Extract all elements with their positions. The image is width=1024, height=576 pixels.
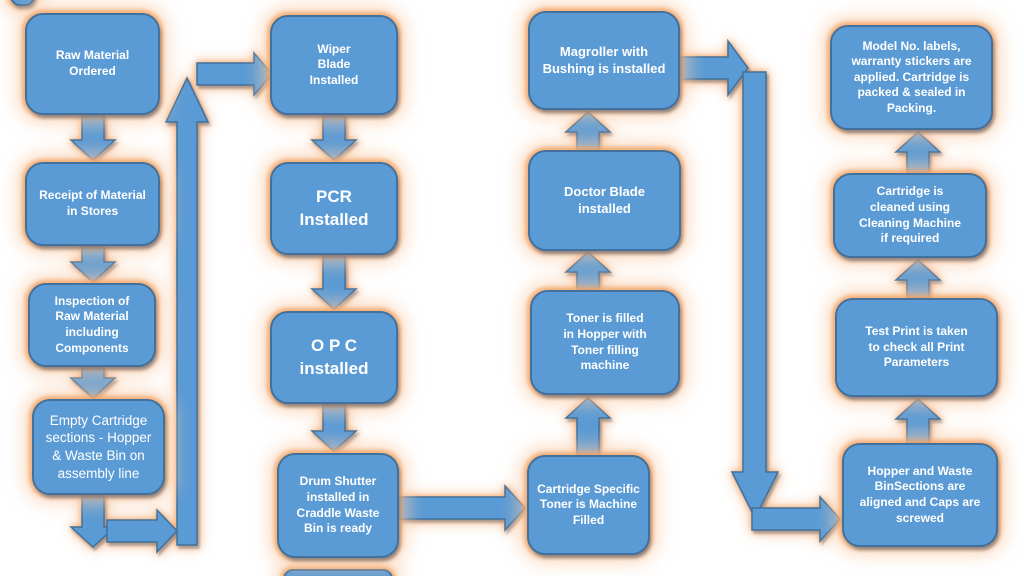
node-toner-filled-hopper: Toner is filled in Hopper with Toner fil…	[530, 290, 680, 395]
arrow-right-to-riser-icon	[106, 508, 179, 554]
node-label: Doctor Blade installed	[564, 183, 645, 216]
node-hopper-waste-aligned: Hopper and Waste BinSections are aligned…	[842, 443, 998, 547]
node-magroller-bushing: Magroller with Bushing is installed	[528, 11, 680, 110]
node-label: Cartridge Specific Toner is Machine Fill…	[537, 481, 640, 527]
arrow-down-raw-to-receipt-icon	[69, 114, 117, 162]
arrow-down-empty-to-line-icon	[69, 494, 117, 549]
node-label: Receipt of Material in Stores	[39, 188, 146, 218]
node-opc-installed: O P C installed	[270, 311, 398, 404]
node-cartridge-specific-toner: Cartridge Specific Toner is Machine Fill…	[527, 455, 650, 555]
arrow-up-cartridge-to-toner-icon	[564, 396, 612, 456]
node-label: PCR Installed	[299, 187, 369, 229]
arrow-down-dropper-icon	[730, 71, 780, 520]
arrow-down-pcr-to-opc-icon	[310, 254, 358, 311]
node-drum-shutter-installed: Drum Shutter installed in Craddle Waste …	[277, 453, 399, 558]
node-model-packing: Model No. labels, warranty stickers are …	[830, 25, 993, 130]
node-inspection-raw-material: Inspection of Raw Material including Com…	[28, 283, 156, 367]
arrow-up-toner-to-doctor-icon	[564, 250, 612, 291]
node-cartridge-cleaned: Cartridge is cleaned using Cleaning Mach…	[833, 173, 987, 258]
node-label: Wiper Blade Installed	[309, 41, 359, 87]
node-receipt-of-material: Receipt of Material in Stores	[25, 162, 160, 246]
node-raw-material-ordered: Raw Material Ordered	[25, 13, 160, 115]
arrow-up-cleaned-to-model-icon	[894, 130, 942, 174]
node-label: O P C installed	[299, 336, 369, 378]
arrow-up-hopper-to-testprint-icon	[894, 397, 942, 444]
node-label: Drum Shutter installed in Craddle Waste …	[296, 474, 380, 536]
partial-node-bottom-edge	[283, 569, 393, 576]
node-label: Inspection of Raw Material including Com…	[54, 293, 130, 355]
arrow-down-inspection-to-empty-icon	[69, 366, 117, 400]
arrow-up-testprint-to-cleaned-icon	[894, 258, 942, 299]
arrow-down-opc-to-drum-icon	[310, 403, 358, 453]
arrow-right-to-hopper-icon	[751, 495, 842, 543]
arrow-up-doctor-to-magroller-icon	[564, 110, 612, 151]
arrow-down-wiper-to-pcr-icon	[310, 114, 358, 162]
node-test-print: Test Print is taken to check all Print P…	[835, 298, 998, 397]
node-label: Empty Cartridge sections - Hopper & Wast…	[45, 412, 152, 481]
node-label: Model No. labels, warranty stickers are …	[851, 38, 972, 115]
node-pcr-installed: PCR Installed	[270, 162, 398, 255]
node-label: Magroller with Bushing is installed	[542, 43, 666, 76]
node-empty-cartridge-sections: Empty Cartridge sections - Hopper & Wast…	[32, 399, 165, 495]
node-label: Cartridge is cleaned using Cleaning Mach…	[858, 184, 962, 246]
arrow-right-to-wiper-icon	[196, 50, 273, 98]
arrow-right-magroller-to-dropper-icon	[679, 38, 749, 98]
node-label: Toner is filled in Hopper with Toner fil…	[563, 311, 647, 373]
arrow-down-receipt-to-inspection-icon	[69, 245, 117, 284]
node-doctor-blade-installed: Doctor Blade installed	[528, 150, 681, 251]
node-label: Hopper and Waste BinSections are aligned…	[859, 463, 981, 525]
arrow-right-drum-to-cartridge-icon	[398, 484, 527, 532]
arrow-up-riser-icon	[164, 76, 210, 546]
node-label: Raw Material Ordered	[55, 48, 130, 78]
node-label: Test Print is taken to check all Print P…	[865, 324, 968, 370]
node-wiper-blade-installed: Wiper Blade Installed	[270, 15, 398, 115]
